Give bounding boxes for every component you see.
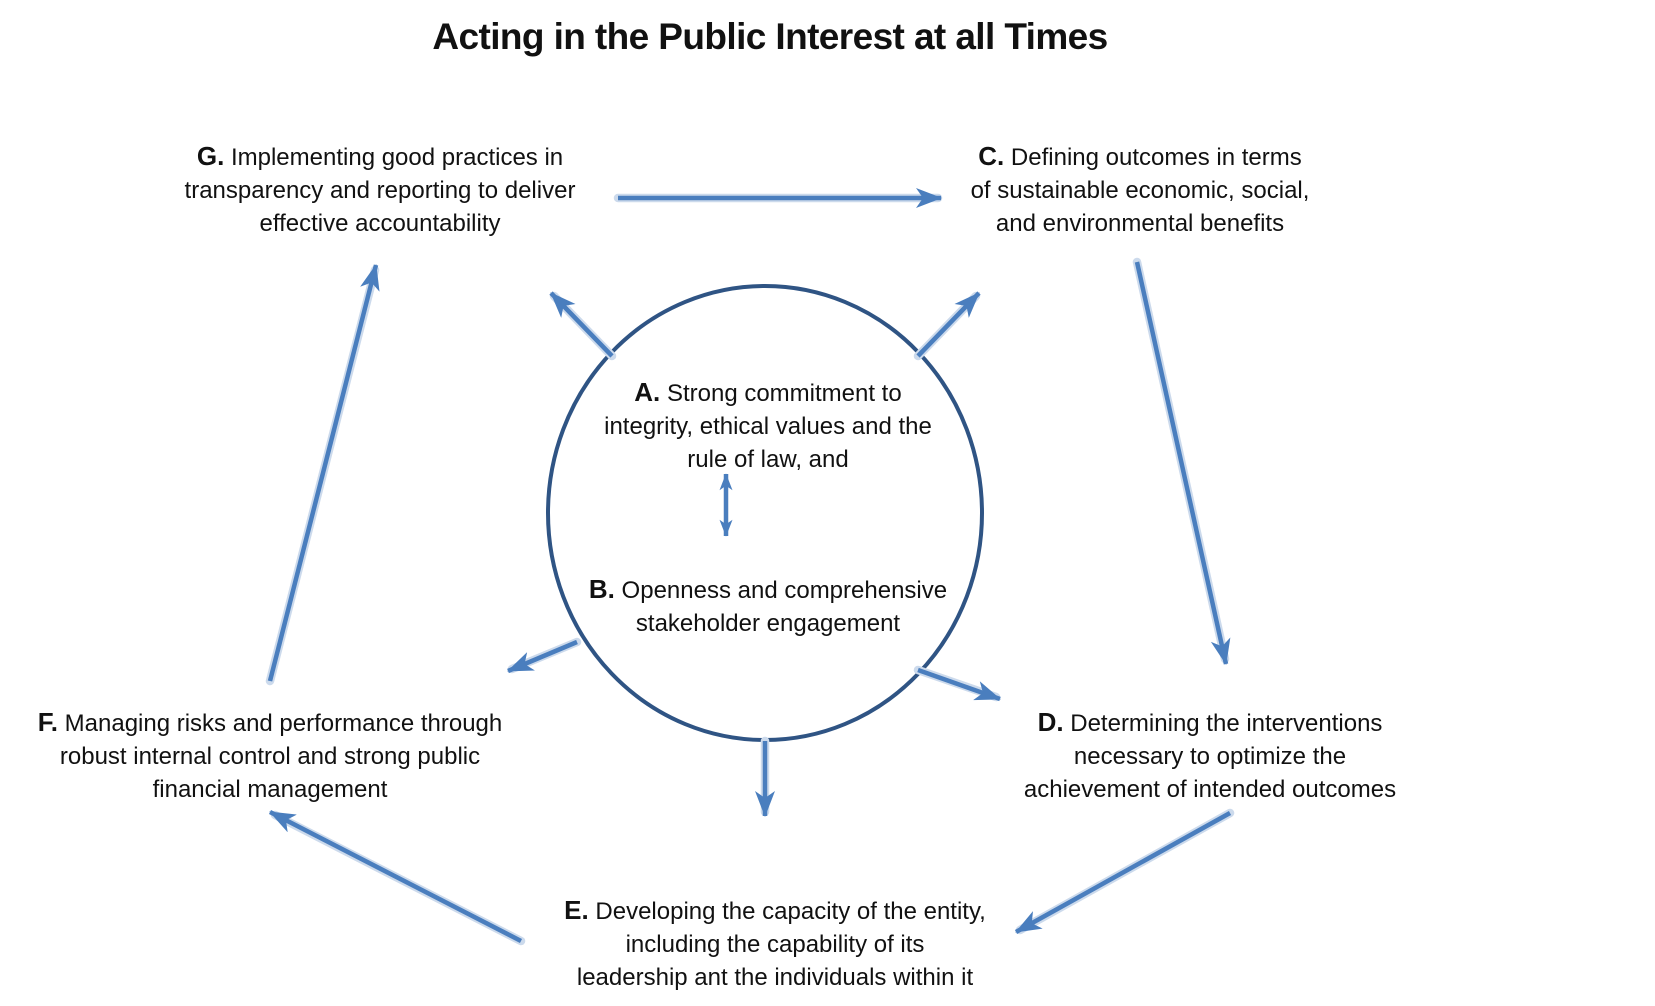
node-d: D. Determining the interventions necessa… [980, 706, 1440, 806]
node-b-line-1: B. Openness and comprehensive [558, 573, 978, 607]
node-e-line-2: including the capability of its [625, 931, 925, 958]
node-c-letter: C. [978, 141, 1005, 171]
arrow-shaft [267, 264, 380, 682]
node-e-text-1: Developing the capacity of the entity, [588, 898, 986, 925]
node-a-letter: A. [634, 377, 661, 407]
arrow-d-to-e [1014, 808, 1235, 935]
node-d-line-3: achievement of intended outcomes [1023, 776, 1397, 803]
arrow-shaft [917, 667, 1001, 702]
node-d-text-1: Determining the interventions [1063, 710, 1383, 737]
node-d-line-2: necessary to optimize the [1073, 743, 1347, 770]
node-g-text-1: Implementing good practices in [224, 144, 564, 171]
node-f-line-2: robust internal control and strong publi… [59, 743, 481, 770]
node-c-line-1: C. Defining outcomes in terms [890, 140, 1390, 174]
diagram-title: Acting in the Public Interest at all Tim… [432, 16, 1108, 57]
node-g-line-1: G. Implementing good practices in [130, 140, 630, 174]
node-b-principle: B. Openness and comprehensive stakeholde… [558, 573, 978, 640]
node-a-text-1: Strong commitment to [660, 380, 902, 407]
arrow-circle-to-f [507, 637, 582, 674]
node-e: E. Developing the capacity of the entity… [490, 894, 1060, 994]
node-f: F. Managing risks and performance throug… [10, 706, 530, 806]
node-f-text-1: Managing risks and performance through [57, 710, 503, 737]
node-c-line-2: of sustainable economic, social, [970, 177, 1310, 204]
node-f-line-3: financial management [152, 776, 388, 803]
node-d-line-1: D. Determining the interventions [980, 706, 1440, 740]
arrow-c-to-d [1132, 257, 1231, 665]
node-g: G. Implementing good practices in transp… [130, 140, 630, 240]
node-g-line-2: transparency and reporting to deliver [184, 177, 576, 204]
arrow-shaft [268, 809, 523, 944]
node-a-line-3: rule of law, and [687, 446, 849, 473]
node-c-line-3: and environmental benefits [995, 210, 1285, 237]
node-b-line-2: stakeholder engagement [635, 610, 901, 637]
node-a-line-1: A. Strong commitment to [568, 376, 968, 410]
node-e-line-3: leadership ant the individuals within it [576, 964, 974, 991]
arrow-shaft [1014, 811, 1232, 934]
arrow-circle-to-c [913, 291, 981, 361]
node-b-letter: B. [588, 574, 615, 604]
node-e-line-1: E. Developing the capacity of the entity… [490, 894, 1060, 928]
node-f-letter: F. [37, 707, 58, 737]
arrow-circle-to-g [549, 291, 617, 361]
node-c: C. Defining outcomes in terms of sustain… [890, 140, 1390, 240]
arrow-shaft [507, 639, 578, 674]
node-g-line-3: effective accountability [259, 210, 501, 237]
arrow-shaft [916, 291, 981, 358]
node-e-letter: E. [564, 895, 589, 925]
arrow-shaft [1134, 261, 1231, 665]
node-g-letter: G. [196, 141, 225, 171]
node-a-principle: A. Strong commitment to integrity, ethic… [568, 376, 968, 476]
node-f-line-1: F. Managing risks and performance throug… [10, 706, 530, 740]
arrow-shaft [549, 291, 614, 358]
node-b-text-1: Openness and comprehensive [614, 577, 948, 604]
node-c-text-1: Defining outcomes in terms [1004, 144, 1302, 171]
node-a-line-2: integrity, ethical values and the [604, 413, 932, 440]
node-d-letter: D. [1037, 707, 1064, 737]
arrow-circle-to-d [913, 665, 1001, 702]
arrow-e-to-f [268, 809, 526, 946]
arrow-f-to-g [265, 264, 380, 686]
